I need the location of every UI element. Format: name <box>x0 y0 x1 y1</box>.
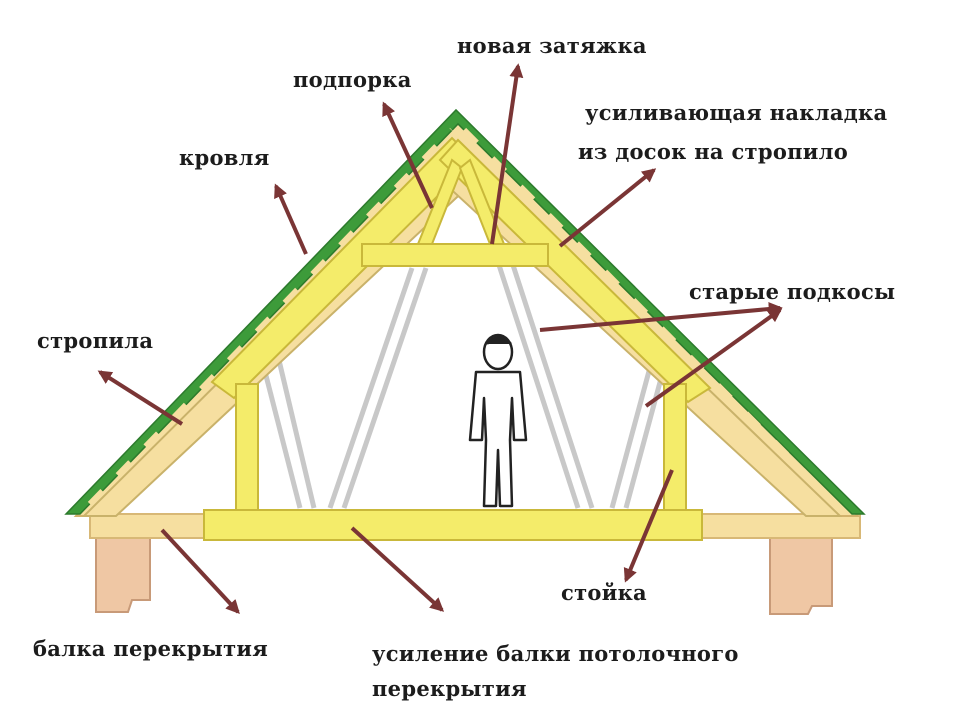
label-new-tie: новая затяжка <box>457 33 647 58</box>
arrow-floor-beam <box>160 528 240 615</box>
reinforcing-plates <box>210 136 712 404</box>
old-braces <box>259 261 669 509</box>
arrow-old-braces-1 <box>539 302 783 332</box>
ceiling-beam-reinforcement <box>203 509 703 541</box>
left-wall <box>95 537 151 613</box>
label-support: подпорка <box>293 67 412 92</box>
roofing <box>64 108 866 515</box>
arrow-support <box>382 101 434 209</box>
arrow-post <box>623 469 674 583</box>
label-post: стойка <box>561 580 647 605</box>
arrow-new-tie <box>490 63 524 245</box>
person-figure <box>468 333 528 508</box>
arrow-ceiling-beam <box>350 526 445 612</box>
new-tie-beam <box>361 243 549 267</box>
left-post <box>235 383 259 513</box>
arrow-roofing <box>274 183 308 255</box>
arrow-rafters <box>97 370 184 426</box>
label-rafters: стропила <box>37 328 154 353</box>
right-post <box>663 383 687 513</box>
label-roofing: кровля <box>179 145 270 170</box>
arrows <box>97 63 783 615</box>
label-ceiling-beam-reinforcement-line2: перекрытия <box>372 676 527 701</box>
rafters <box>81 144 843 517</box>
label-ceiling-beam-reinforcement-line1: усиление балки потолочного <box>372 641 739 666</box>
arrow-old-braces-2 <box>644 308 783 408</box>
label-reinforcing-plate-line2: из досок на стропило <box>578 139 849 164</box>
label-reinforcing-plate-line1: усиливающая накладка <box>585 100 888 125</box>
label-old-braces: старые подкосы <box>689 279 896 304</box>
right-wall <box>769 537 833 615</box>
label-floor-beam: балка перекрытия <box>33 636 269 661</box>
arrow-reinforcing-plate <box>558 168 657 248</box>
